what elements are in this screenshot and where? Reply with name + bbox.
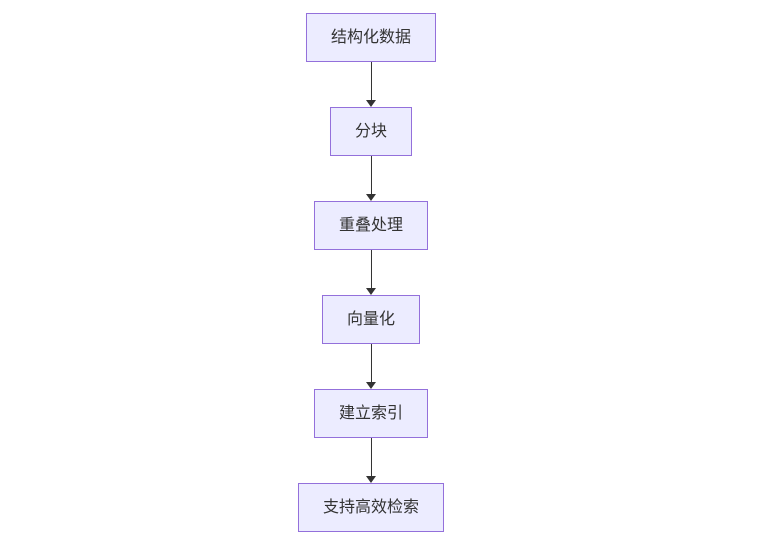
flowchart-node-indexing: 建立索引 <box>313 389 429 438</box>
arrow-line <box>370 62 372 100</box>
flowchart-node-overlap: 重叠处理 <box>313 201 429 250</box>
arrow-connector <box>365 156 377 201</box>
arrow-line <box>370 438 372 476</box>
node-label: 分块 <box>354 123 388 140</box>
arrowhead-down-icon <box>365 476 376 483</box>
arrow-line <box>370 156 372 194</box>
node-label: 重叠处理 <box>338 217 404 234</box>
node-label: 建立索引 <box>338 405 404 422</box>
arrow-line <box>370 250 372 288</box>
node-label: 结构化数据 <box>330 29 412 46</box>
flowchart-node-vectorization: 向量化 <box>321 295 421 344</box>
arrowhead-down-icon <box>365 288 376 295</box>
flowchart-node-retrieval: 支持高效检索 <box>297 483 445 532</box>
flowchart-node-structured-data: 结构化数据 <box>305 13 437 62</box>
arrowhead-down-icon <box>365 382 376 389</box>
arrow-connector <box>365 250 377 295</box>
arrow-connector <box>365 438 377 483</box>
flowchart-column: 结构化数据 分块 重叠处理 向量化 建立索引 <box>297 13 445 532</box>
arrowhead-down-icon <box>365 194 376 201</box>
arrowhead-down-icon <box>365 100 376 107</box>
node-label: 向量化 <box>346 311 396 328</box>
node-label: 支持高效检索 <box>322 499 420 516</box>
arrow-connector <box>365 344 377 389</box>
arrow-line <box>370 344 372 382</box>
flowchart-node-chunking: 分块 <box>329 107 413 156</box>
arrow-connector <box>365 62 377 107</box>
